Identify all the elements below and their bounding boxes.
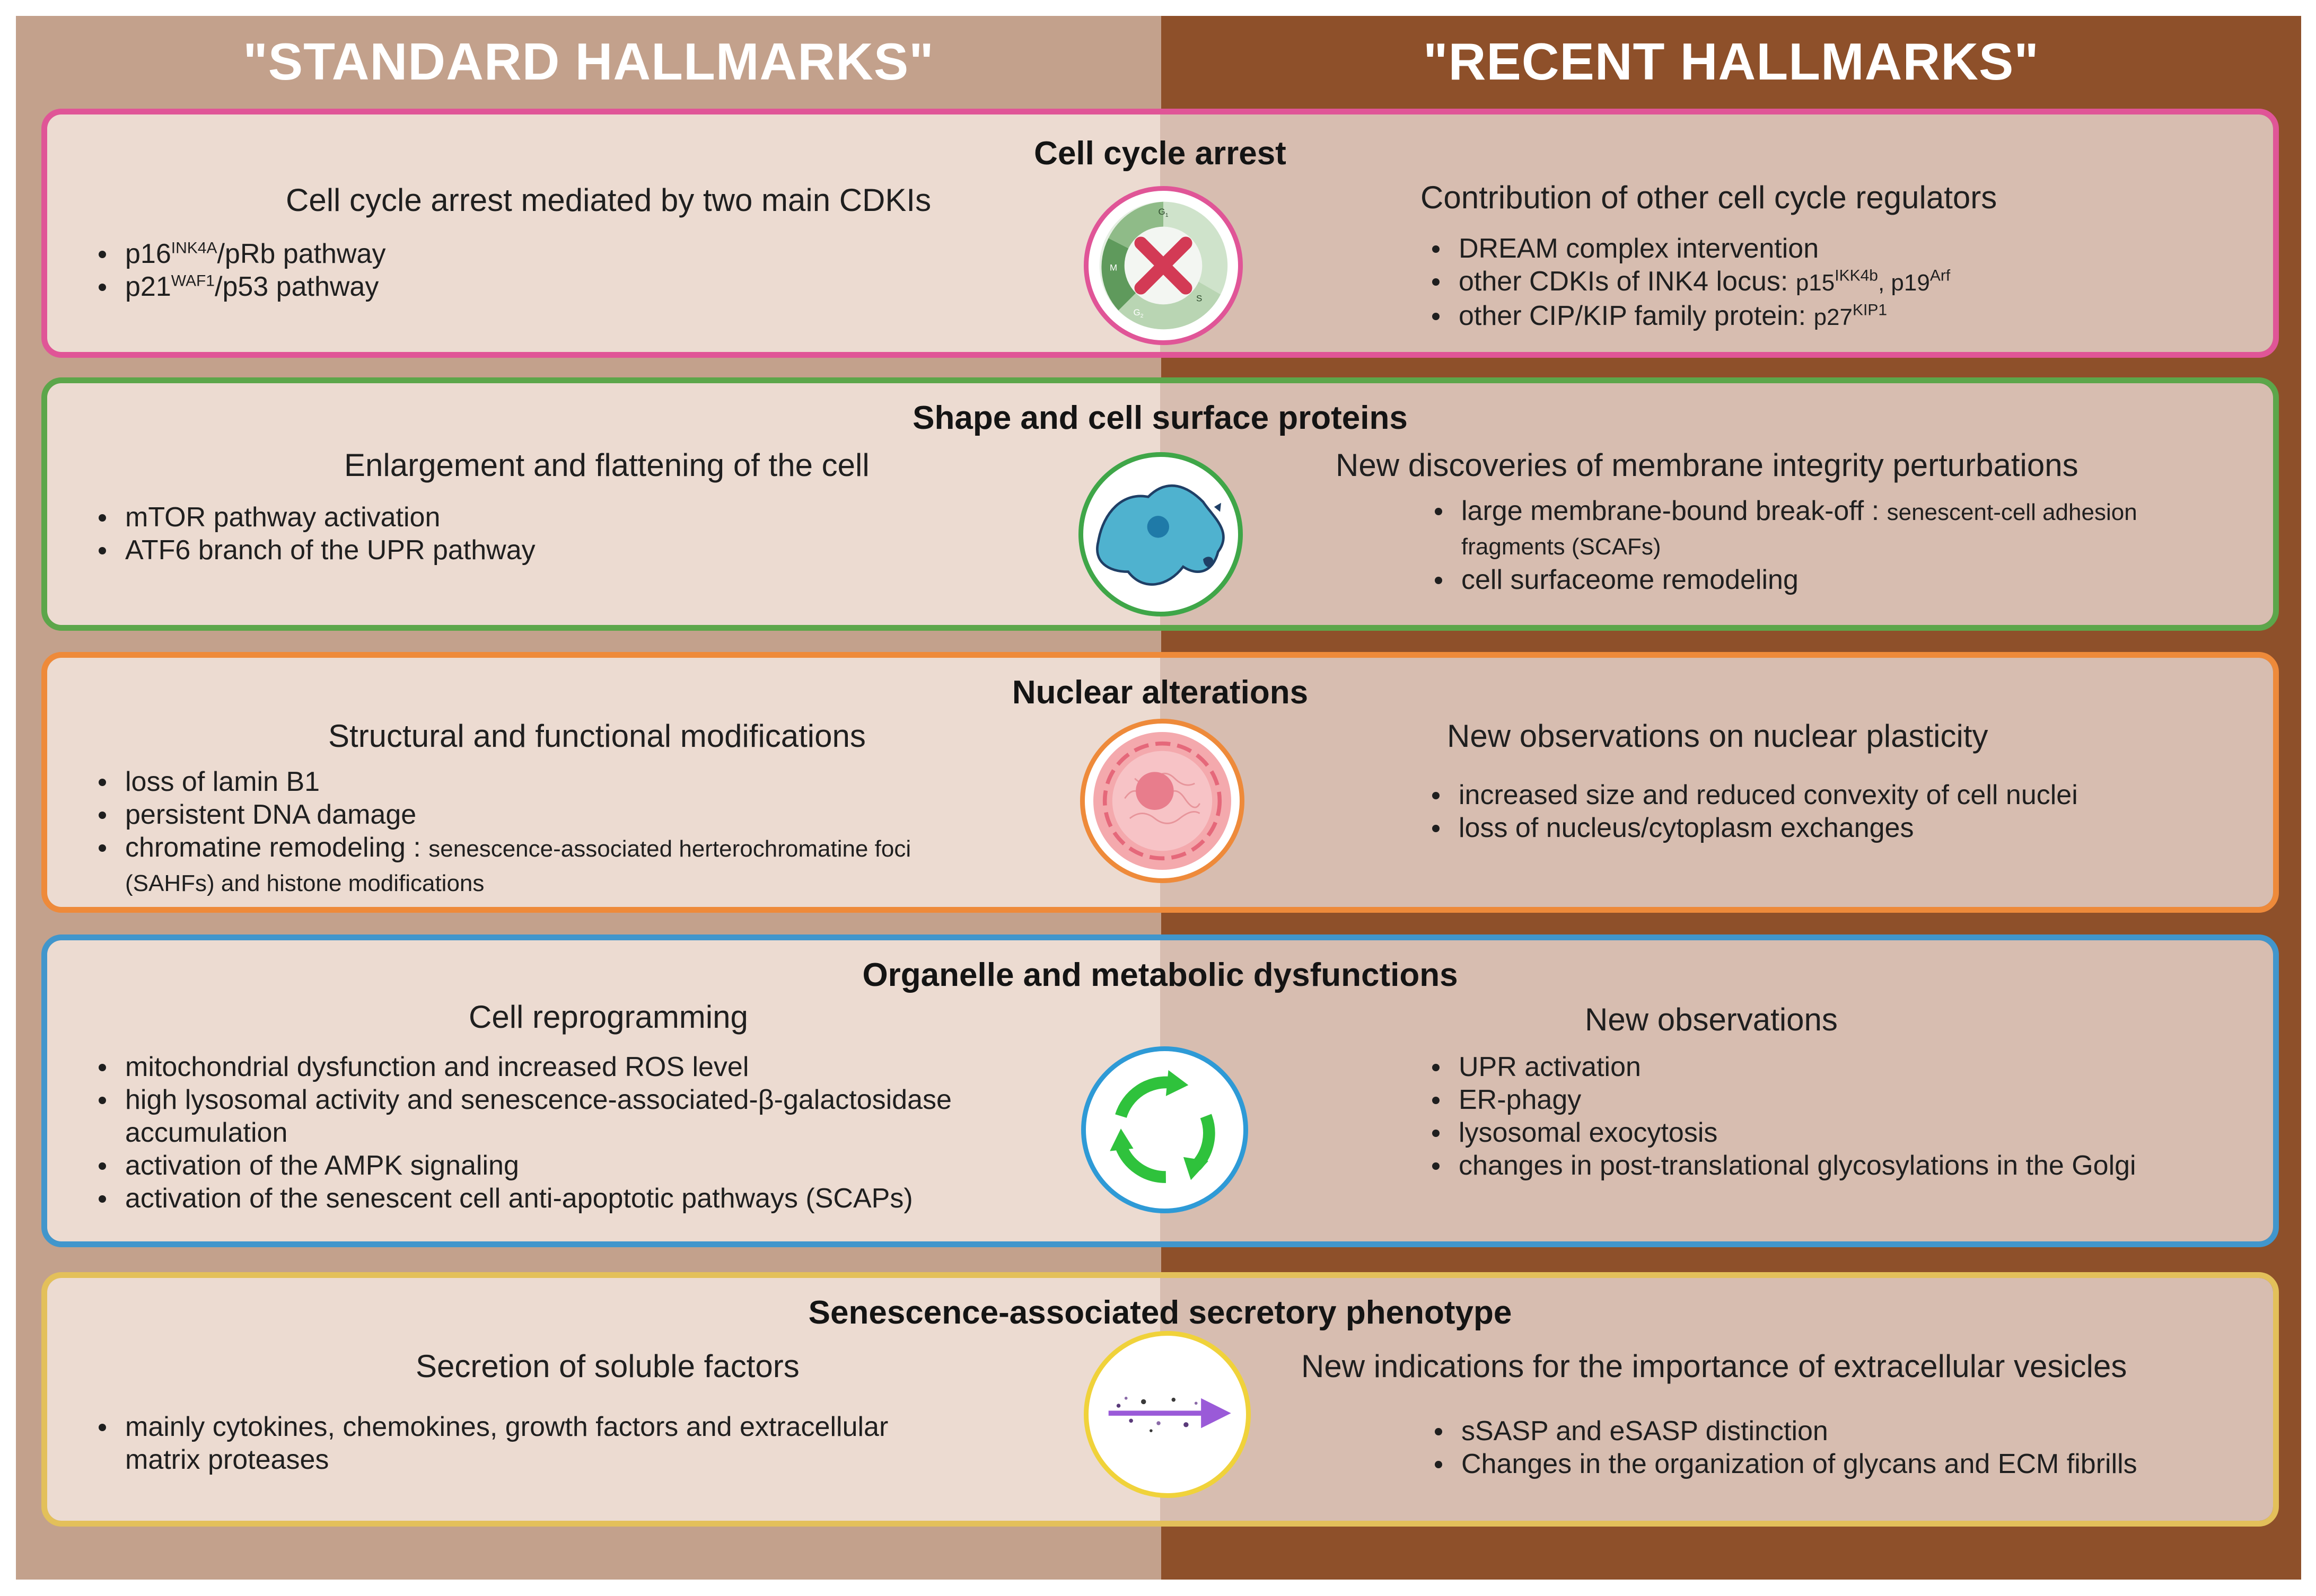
- list-item: UPR activation: [1426, 1051, 2136, 1083]
- recycling-arrows-icon: [1081, 1046, 1248, 1213]
- left-bullet-list: p16INK4A/pRb pathway p21WAF1/p53 pathway: [92, 237, 385, 303]
- right-bullet-list: UPR activation ER-phagy lysosomal exocyt…: [1426, 1051, 2136, 1182]
- list-item: persistent DNA damage: [92, 798, 911, 831]
- left-subtitle: Cell reprogramming: [469, 999, 748, 1035]
- list-item: mainly cytokines, chemokines, growth fac…: [92, 1410, 888, 1476]
- shape-surface-panel: Shape and cell surface proteins Enlargem…: [41, 377, 2279, 631]
- list-item: changes in post-translational glycosylat…: [1426, 1149, 2136, 1182]
- panel-title: Cell cycle arrest: [1034, 135, 1286, 172]
- list-item: high lysosomal activity and senescence-a…: [92, 1083, 952, 1149]
- list-item: ATF6 branch of the UPR pathway: [92, 534, 536, 567]
- list-item: increased size and reduced convexity of …: [1426, 779, 2078, 812]
- right-subtitle: New discoveries of membrane integrity pe…: [1336, 447, 2078, 483]
- right-subtitle: Contribution of other cell cycle regulat…: [1420, 180, 1997, 215]
- list-item: lysosomal exocytosis: [1426, 1116, 2136, 1149]
- list-item: Changes in the organization of glycans a…: [1428, 1448, 2137, 1480]
- list-item: other CDKIs of INK4 locus: p15IKK4b, p19…: [1426, 265, 1950, 299]
- left-bullet-list: mitochondrial dysfunction and increased …: [92, 1051, 952, 1215]
- phase-g1-label: G1: [1159, 207, 1169, 218]
- phase-g2-label: G2: [1134, 307, 1144, 319]
- phase-s-label: S: [1196, 294, 1202, 304]
- left-bullet-list: mTOR pathway activation ATF6 branch of t…: [92, 501, 536, 567]
- cell-cycle-arrest-icon: G1 S G2 M: [1084, 186, 1243, 345]
- right-bullet-list: increased size and reduced convexity of …: [1426, 779, 2078, 844]
- panel-title: Nuclear alterations: [1012, 674, 1309, 711]
- panel-title: Senescence-associated secretory phenotyp…: [808, 1294, 1512, 1331]
- panel-title: Organelle and metabolic dysfunctions: [862, 957, 1458, 993]
- nucleus-icon: [1080, 719, 1244, 883]
- list-item: p16INK4A/pRb pathway: [92, 237, 385, 270]
- list-item: sSASP and eSASP distinction: [1428, 1415, 2137, 1448]
- list-item: mTOR pathway activation: [92, 501, 536, 534]
- left-subtitle: Secretion of soluble factors: [416, 1348, 800, 1384]
- flattened-cell-icon: [1078, 452, 1243, 616]
- list-item: p21WAF1/p53 pathway: [92, 270, 385, 303]
- left-bullet-list: loss of lamin B1 persistent DNA damage c…: [92, 765, 911, 900]
- list-item: large membrane-bound break-off : senesce…: [1428, 495, 2273, 563]
- nuclear-alterations-panel: Nuclear alterations Structural and funct…: [41, 652, 2279, 913]
- recent-hallmarks-header: "RECENT HALLMARKS": [1423, 32, 2039, 91]
- right-bullet-list: DREAM complex intervention other CDKIs o…: [1426, 232, 1950, 334]
- left-bullet-list: mainly cytokines, chemokines, growth fac…: [92, 1410, 888, 1476]
- list-item: other CIP/KIP family protein: p27KIP1: [1426, 299, 1950, 334]
- list-item: loss of lamin B1: [92, 765, 911, 798]
- sasp-panel: Senescence-associated secretory phenotyp…: [41, 1272, 2279, 1527]
- right-bullet-list: sSASP and eSASP distinction Changes in t…: [1428, 1415, 2137, 1480]
- list-item: cell surfaceome remodeling: [1428, 563, 2273, 596]
- left-subtitle: Cell cycle arrest mediated by two main C…: [286, 182, 932, 218]
- standard-hallmarks-header: "STANDARD HALLMARKS": [243, 32, 934, 91]
- list-item: loss of nucleus/cytoplasm exchanges: [1426, 812, 2078, 844]
- list-item: activation of the senescent cell anti-ap…: [92, 1182, 952, 1215]
- red-cross-icon: [1134, 236, 1192, 295]
- panel-title: Shape and cell surface proteins: [913, 400, 1408, 436]
- list-item: chromatine remodeling : senescence-assoc…: [92, 831, 911, 900]
- right-subtitle: New indications for the importance of ex…: [1301, 1348, 2127, 1384]
- phase-m-label: M: [1110, 262, 1117, 272]
- secretion-arrow-icon: [1084, 1331, 1251, 1498]
- right-subtitle: New observations on nuclear plasticity: [1447, 718, 1988, 754]
- list-item: ER-phagy: [1426, 1083, 2136, 1116]
- organelle-metabolic-panel: Organelle and metabolic dysfunctions Cel…: [41, 934, 2279, 1247]
- list-item: activation of the AMPK signaling: [92, 1149, 952, 1182]
- left-subtitle: Structural and functional modifications: [328, 718, 866, 754]
- left-subtitle: Enlargement and flattening of the cell: [344, 447, 870, 483]
- list-item: DREAM complex intervention: [1426, 232, 1950, 265]
- right-bullet-list: large membrane-bound break-off : senesce…: [1428, 495, 2273, 596]
- right-subtitle: New observations: [1585, 1002, 1838, 1037]
- cell-cycle-arrest-panel: Cell cycle arrest Cell cycle arrest medi…: [41, 109, 2279, 358]
- list-item: mitochondrial dysfunction and increased …: [92, 1051, 952, 1083]
